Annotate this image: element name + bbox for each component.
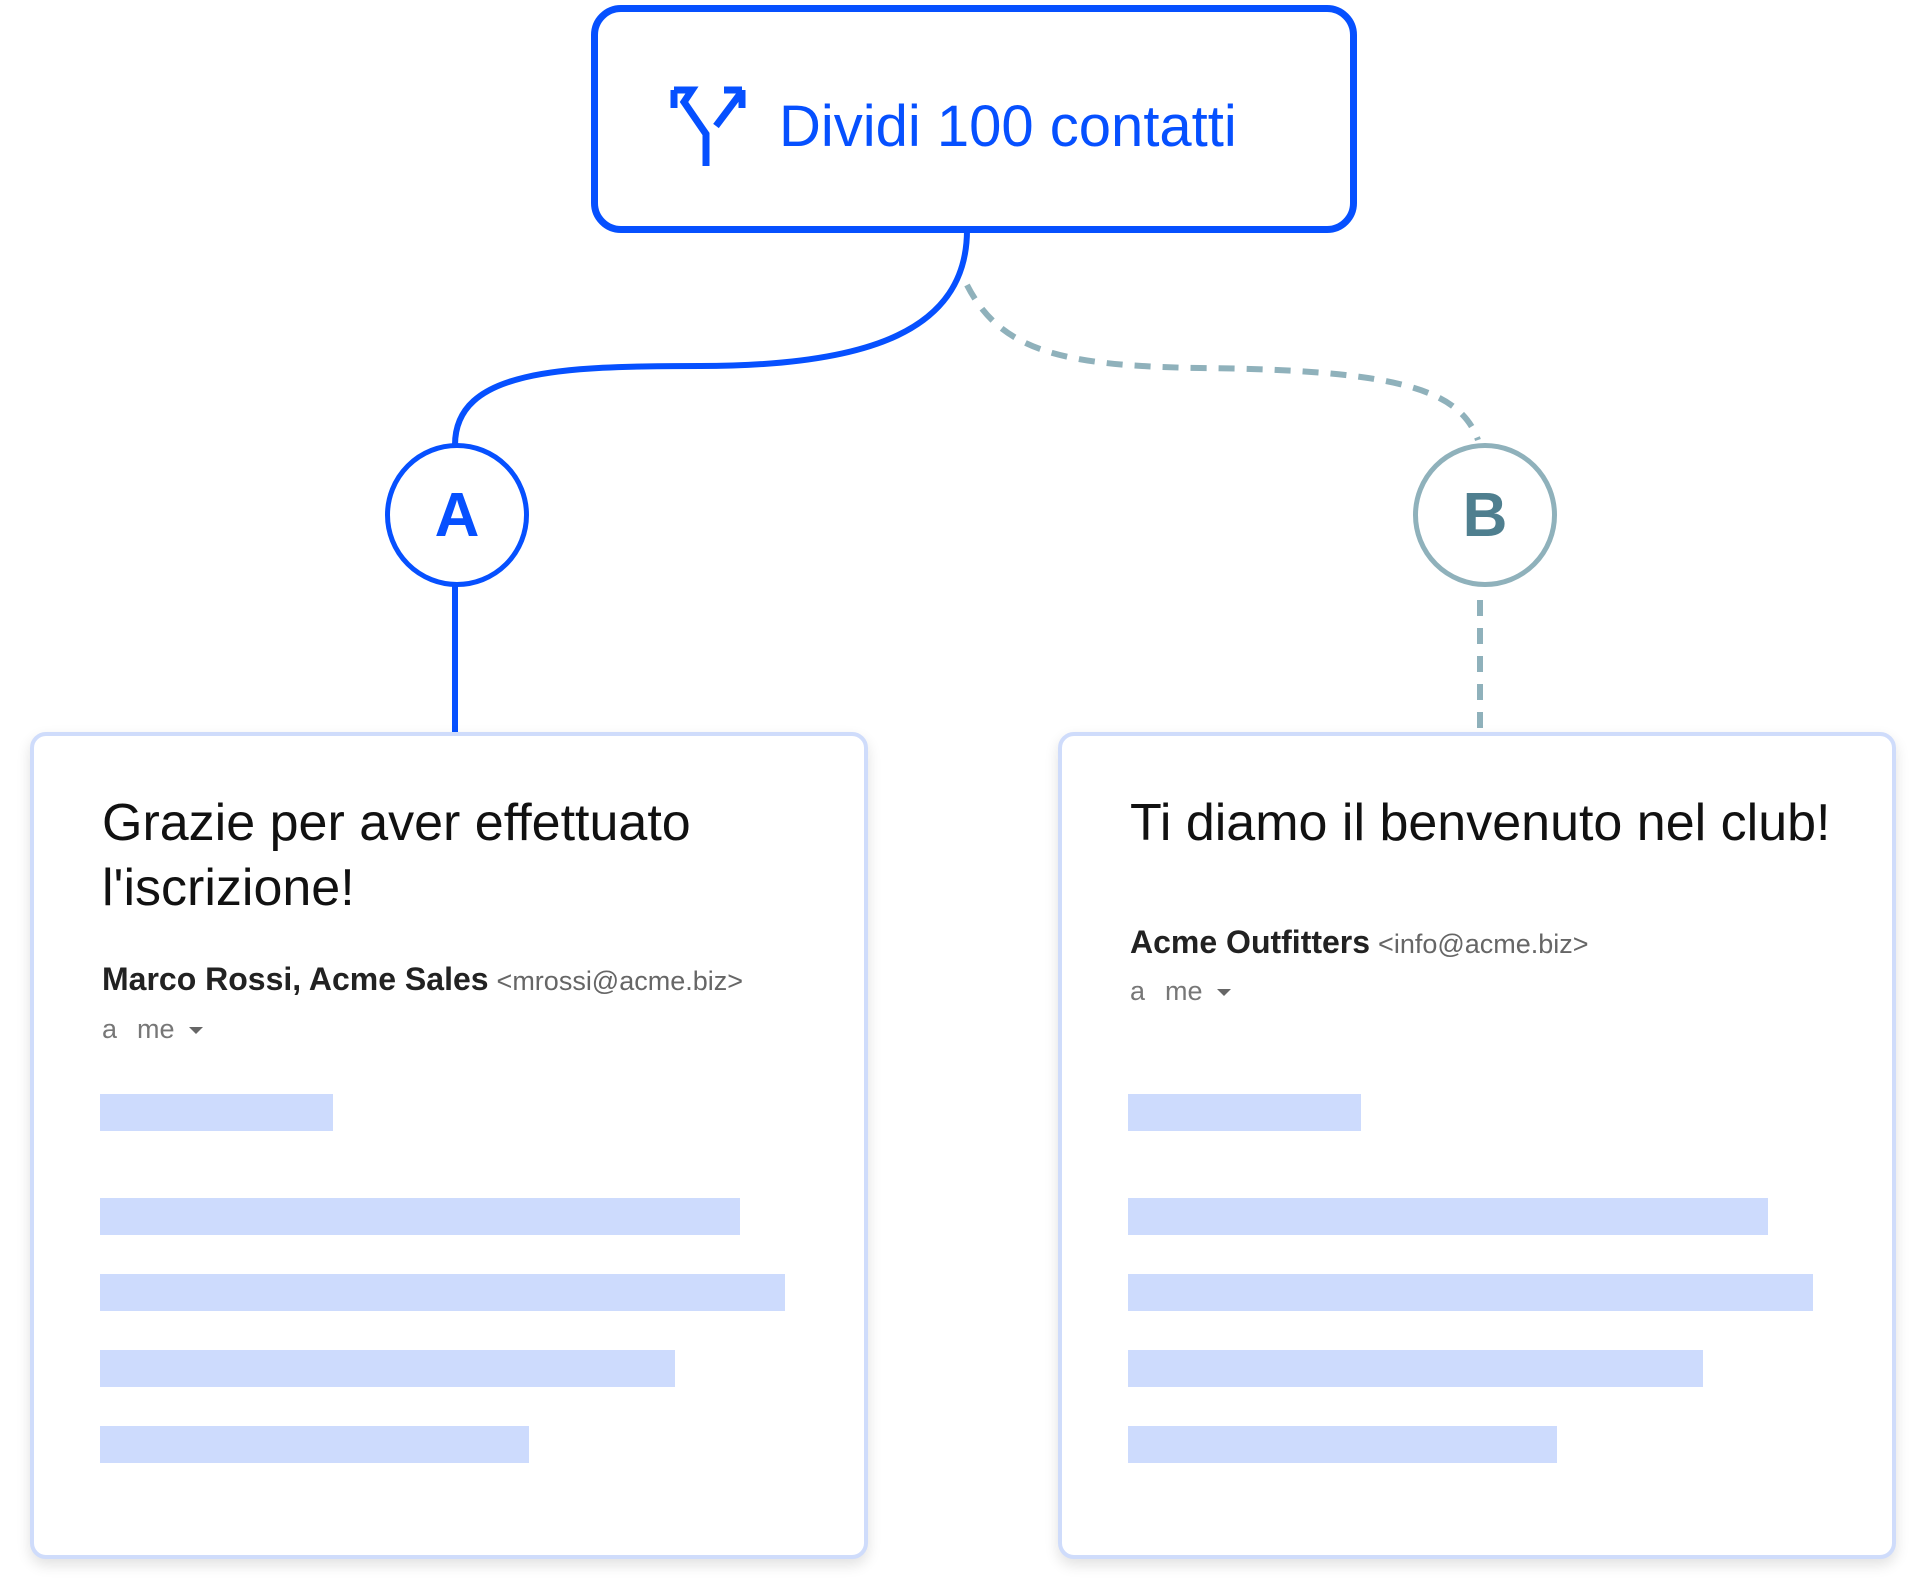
split-label: Dividi 100 contatti [779, 94, 1237, 159]
placeholder-bar [1128, 1350, 1703, 1387]
email-card-b[interactable]: Ti diamo il benvenuto nel club! Acme Out… [1058, 732, 1896, 1559]
to-prefix: a [1130, 976, 1146, 1006]
caret-down-icon[interactable] [1216, 989, 1231, 997]
connector-b [964, 283, 1481, 442]
placeholder-bar [100, 1426, 529, 1463]
split-arrows-icon [670, 86, 746, 166]
connector-a [452, 229, 970, 446]
placeholder-bar [100, 1198, 740, 1235]
email-subject: Ti diamo il benvenuto nel club! [1130, 794, 1831, 852]
to-value: me [1165, 976, 1203, 1006]
placeholder-bar [1128, 1094, 1361, 1131]
placeholder-bar [1128, 1198, 1768, 1235]
email-card-a[interactable]: Grazie per aver effettuato l'iscrizione!… [30, 732, 868, 1559]
placeholder-bar [100, 1350, 675, 1387]
placeholder-bar [100, 1094, 333, 1131]
email-sender: Acme Outfitters<info@acme.biz> [1130, 924, 1589, 961]
placeholder-bar [1128, 1274, 1813, 1311]
caret-down-icon[interactable] [188, 1027, 203, 1035]
sender-email: <mrossi@acme.biz> [496, 966, 744, 996]
email-sender: Marco Rossi, Acme Sales<mrossi@acme.biz> [102, 961, 743, 998]
to-value: me [137, 1014, 175, 1044]
variant-a-badge[interactable]: A [385, 443, 529, 587]
email-subject: Grazie per aver effettuato l'iscrizione! [102, 794, 691, 917]
placeholder-bar [100, 1274, 785, 1311]
to-prefix: a [102, 1014, 118, 1044]
placeholder-bar [1128, 1426, 1557, 1463]
sender-name: Acme Outfitters [1130, 924, 1371, 960]
sender-email: <info@acme.biz> [1378, 929, 1589, 959]
variant-b-badge[interactable]: B [1413, 443, 1557, 587]
split-node[interactable]: Dividi 100 contatti [591, 5, 1357, 233]
sender-name: Marco Rossi, Acme Sales [102, 961, 489, 997]
